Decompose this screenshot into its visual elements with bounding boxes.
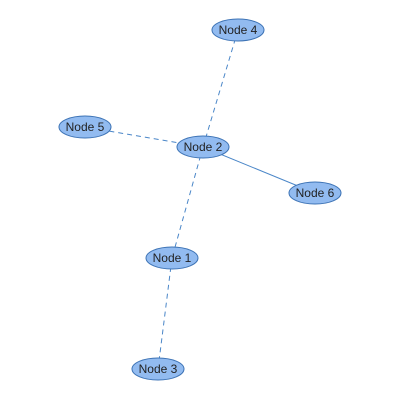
node-label: Node 4 <box>219 23 258 37</box>
node-n4[interactable]: Node 4 <box>211 18 265 42</box>
node-label: Node 6 <box>296 186 335 200</box>
node-shape <box>145 246 199 270</box>
node-shape <box>176 135 230 159</box>
node-shape <box>211 18 265 42</box>
node-n6[interactable]: Node 6 <box>288 181 342 205</box>
node-shape <box>131 357 185 381</box>
node-shape <box>288 181 342 205</box>
edge-n2-n4 <box>202 29 239 148</box>
edge-n2-n1 <box>171 146 204 259</box>
node-label: Node 3 <box>139 362 178 376</box>
node-label: Node 1 <box>153 251 192 265</box>
nodes-layer: Node 1 Node 2 Node 3 Node 4 Node 5 Node 6 <box>58 18 342 381</box>
node-n3[interactable]: Node 3 <box>131 357 185 381</box>
node-n2[interactable]: Node 2 <box>176 135 230 159</box>
edges-layer <box>84 29 316 370</box>
node-shape <box>58 115 112 139</box>
node-n1[interactable]: Node 1 <box>145 246 199 270</box>
node-label: Node 2 <box>184 140 223 154</box>
edge-n1-n3 <box>157 257 173 370</box>
node-label: Node 5 <box>66 120 105 134</box>
node-n5[interactable]: Node 5 <box>58 115 112 139</box>
